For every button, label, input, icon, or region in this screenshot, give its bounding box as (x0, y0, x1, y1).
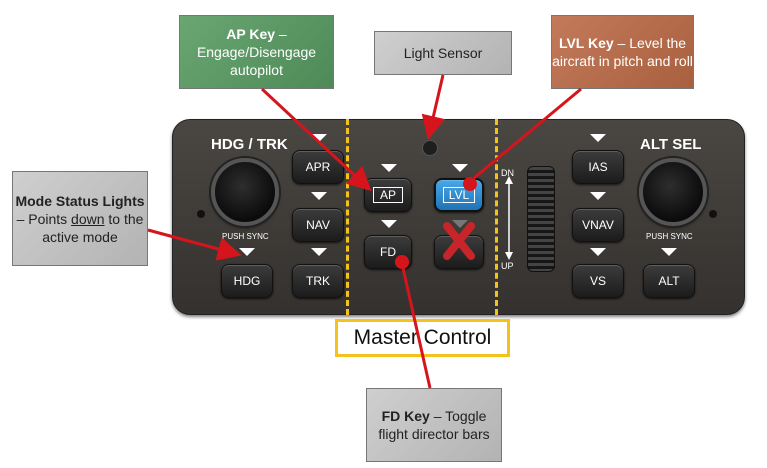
alt-sel-title: ALT SEL (640, 136, 702, 153)
mode-light-ap (381, 164, 397, 172)
mode-light-alt (661, 248, 677, 256)
master-control-left-boundary (346, 119, 349, 315)
push-sync-label-left: PUSH SYNC (222, 232, 269, 241)
pitch-wheel[interactable] (527, 166, 555, 272)
mode-light-nav (311, 192, 327, 200)
mode-light-ias (590, 134, 606, 142)
mode-light-vnav (590, 192, 606, 200)
light-sensor (422, 140, 438, 156)
light-sensor-callout: Light Sensor (374, 31, 512, 75)
fd-callout-text: – Toggle flight director bars (378, 408, 490, 442)
lvl-key-callout: LVL Key – Level the aircraft in pitch an… (551, 15, 694, 89)
mode-light-blank (452, 220, 468, 228)
vs-button[interactable]: VS (572, 264, 624, 298)
mode-status-arrow (147, 228, 242, 261)
wheel-dn-label: DN (501, 168, 514, 178)
mode-callout-title: Mode Status Lights (15, 192, 145, 209)
x-mark-icon (443, 222, 475, 260)
ap-button[interactable]: AP (364, 178, 412, 212)
mode-light-hdg (239, 248, 255, 256)
mode-callout-text: – Points (16, 210, 72, 227)
hdg-knob[interactable] (211, 158, 279, 226)
light-sensor-callout-text: Light Sensor (403, 45, 483, 61)
mode-light-vs (590, 248, 606, 256)
lvl-button-label: LVL (442, 187, 476, 203)
light-sensor-arrow (421, 74, 446, 140)
mode-callout-text2: to the active mode (42, 210, 144, 245)
mode-light-lvl (452, 164, 468, 172)
fd-arrow (401, 267, 432, 389)
lvl-callout-text: – Level the aircraft in pitch and roll (552, 35, 693, 69)
alt-knob[interactable] (639, 158, 707, 226)
mode-status-callout: Mode Status Lights – Points down to the … (12, 171, 148, 266)
fd-key-callout: FD Key – Toggle flight director bars (366, 388, 502, 462)
mode-light-trk (311, 248, 327, 256)
nav-button[interactable]: NAV (292, 208, 344, 242)
master-control-right-boundary (495, 119, 498, 315)
mode-light-fd (381, 220, 397, 228)
mode-callout-down: down (71, 210, 105, 227)
mode-light-apr (311, 134, 327, 142)
lvl-callout-title: LVL Key (558, 35, 614, 51)
ap-key-callout: AP Key – Engage/Disengage autopilot (179, 15, 334, 89)
push-sync-label-right: PUSH SYNC (646, 232, 693, 241)
mount-screw-right (709, 210, 717, 218)
hdg-button[interactable]: HDG (221, 264, 273, 298)
dn-arrow-icon (505, 176, 513, 184)
lvl-arrow (473, 87, 582, 180)
ap-callout-text: – Engage/Disengage autopilot (196, 26, 317, 78)
ias-button[interactable]: IAS (572, 150, 624, 184)
alt-button[interactable]: ALT (643, 264, 695, 298)
mount-screw-left (197, 210, 205, 218)
ap-arrow (260, 87, 372, 192)
hdg-trk-title: HDG / TRK (211, 136, 288, 153)
wheel-up-label: UP (501, 261, 514, 271)
fd-arrow-dot (395, 255, 409, 269)
lvl-arrow-dot (463, 177, 477, 191)
ap-callout-title: AP Key (226, 26, 276, 42)
trk-button[interactable]: TRK (292, 264, 344, 298)
master-control-label: Master Control (335, 319, 510, 357)
up-arrow-icon (505, 252, 513, 260)
vnav-button[interactable]: VNAV (572, 208, 624, 242)
ap-button-label: AP (372, 187, 403, 203)
fd-callout-title: FD Key (381, 408, 430, 424)
